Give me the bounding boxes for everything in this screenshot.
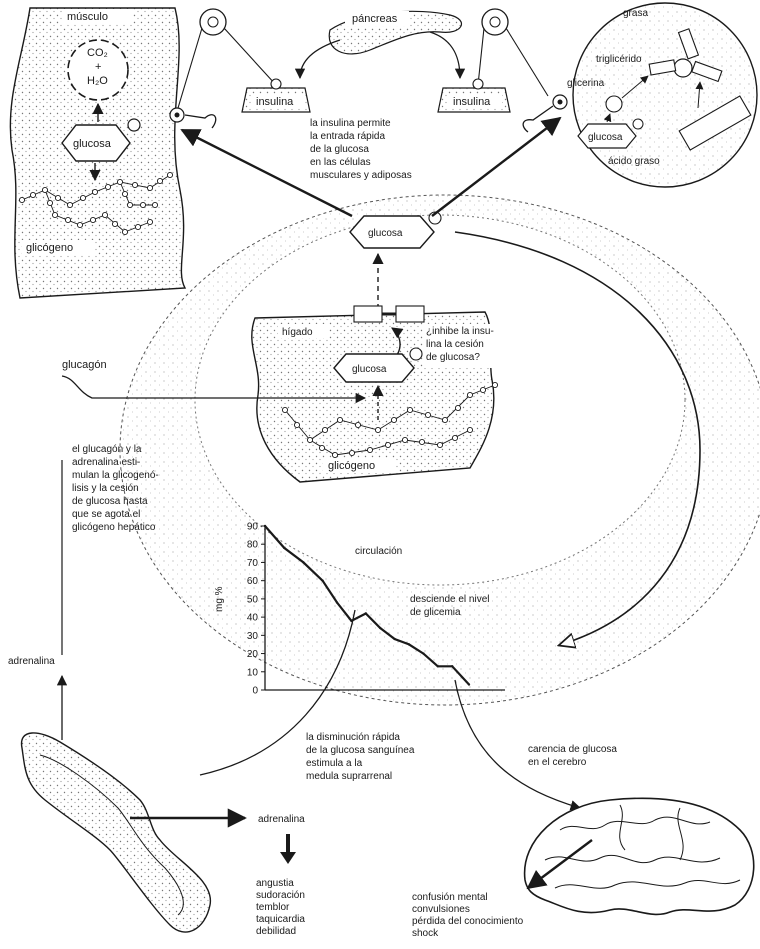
brain-section: carencia de glucosa en el cerebro confus…: [412, 680, 754, 939]
adrenal-symptom: debilidad: [256, 926, 296, 937]
chart-point: [379, 627, 381, 629]
chart-y-tick-label: 30: [247, 631, 259, 642]
h2o-label: H₂O: [87, 75, 108, 87]
adrenal-symptoms: angustia sudoración temblor taquicardia …: [256, 878, 305, 937]
chart-y-tick-label: 70: [247, 558, 259, 569]
chart-point: [264, 525, 266, 527]
left-insulin-label: insulina: [256, 96, 294, 108]
right-insulin-label: insulina: [453, 96, 491, 108]
fat-cell-panel: grasa triglicérido glicerina glucosa áci…: [567, 3, 757, 187]
glucagon-note-line: lisis y la cesión: [72, 483, 139, 494]
brain-note-line: en el cerebro: [528, 757, 587, 768]
drop-note-line: medula suprarrenal: [306, 771, 392, 782]
adrenaline-left-label: adrenalina: [8, 656, 55, 667]
adrenal-symptom: temblor: [256, 902, 290, 913]
adrenal-symptom: taquicardia: [256, 914, 305, 925]
brain-note-line: carencia de glucosa: [528, 744, 617, 755]
insulin-note-line: en las células: [310, 157, 371, 168]
insulin-note: la insulina permite la entrada rápida de…: [310, 118, 412, 181]
pancreas-label: páncreas: [352, 13, 398, 25]
left-pulley-icon: [200, 9, 226, 35]
liver-panel: hígado ¿inhibe la insu- lina la cesión d…: [252, 306, 507, 482]
liver-question-line: ¿inhibe la insu-: [426, 326, 494, 337]
brain-icon: [525, 798, 754, 914]
insulin-note-line: la entrada rápida: [310, 131, 385, 142]
insulin-note-line: la insulina permite: [310, 118, 391, 129]
down-arrow-icon: [280, 834, 296, 864]
drop-note-line: de la glucosa sanguínea: [306, 745, 415, 756]
chart-point: [451, 665, 453, 667]
drop-note: la disminución rápida de la glucosa sang…: [306, 732, 415, 782]
co2-label: CO₂: [87, 47, 108, 59]
liver-question-line: lina la cesión: [426, 339, 484, 350]
chart-point: [336, 601, 338, 603]
chart-y-tick-label: 10: [247, 667, 259, 678]
glucagon-note-line: mulan la glicogenó-: [72, 470, 159, 481]
brain-symptom: shock: [412, 928, 439, 939]
triglyceride-core: [674, 59, 692, 77]
drop-note-line: la disminución rápida: [306, 732, 400, 743]
glucagon-note-line: glicógeno hepático: [72, 522, 156, 533]
adrenaline-right-label: adrenalina: [258, 814, 305, 825]
muscle-title: músculo: [67, 11, 108, 23]
glycerin-label: glicerina: [567, 78, 605, 89]
chart-point: [393, 638, 395, 640]
chart-point: [283, 547, 285, 549]
glycemia-note-line: desciende el nivel: [410, 594, 490, 605]
chart-y-tick-label: 50: [247, 594, 259, 605]
plus-label: +: [95, 61, 101, 73]
liver-question-line: de glucosa?: [426, 352, 480, 363]
adrenal-symptom: angustia: [256, 878, 294, 889]
brain-symptoms: confusión mental convulsiones pérdida de…: [412, 892, 524, 939]
chart-point: [437, 665, 439, 667]
chart-point: [365, 612, 367, 614]
insulin-note-line: de la glucosa: [310, 144, 369, 155]
glucagon-note-line: adrenalina esti-: [72, 457, 140, 468]
drop-note-line: estimula a la: [306, 758, 363, 769]
chart-y-label: mg %: [214, 586, 225, 612]
chart-y-tick-label: 40: [247, 613, 259, 624]
fatty-acid-label: ácido graso: [608, 156, 660, 167]
glucagon-note-line: que se agota el: [72, 509, 140, 520]
insulin-note-line: musculares y adiposas: [310, 170, 412, 181]
right-pulley-icon: [482, 9, 508, 35]
adrenal-gland-shape: [22, 733, 211, 932]
chart-point: [422, 652, 424, 654]
glucagon-label: glucagón: [62, 359, 107, 371]
circulation-label: circulación: [355, 546, 402, 557]
fat-glucose-label: glucosa: [588, 132, 623, 143]
brain-symptom: confusión mental: [412, 892, 488, 903]
triglyceride-label: triglicérido: [596, 54, 642, 65]
liver-glycogen-label: glicógeno: [328, 460, 375, 472]
chart-y-tick-label: 20: [247, 649, 259, 660]
chart-point: [302, 561, 304, 563]
adrenal-symptom: sudoración: [256, 890, 305, 901]
fat-label: grasa: [623, 8, 648, 19]
chart-point: [468, 683, 470, 685]
chart-y-tick-label: 80: [247, 540, 259, 551]
brain-symptom: pérdida del conocimiento: [412, 916, 524, 927]
blood-glucose-label: glucosa: [368, 228, 403, 239]
liver-label: hígado: [282, 327, 313, 338]
glucagon-note-line: el glucagón y la: [72, 444, 142, 455]
chart-y-tick-label: 0: [252, 686, 258, 697]
glycemia-note-line: de glicemia: [410, 607, 461, 618]
chart-point: [321, 579, 323, 581]
chart-y-tick-label: 60: [247, 576, 259, 587]
chart-point: [408, 643, 410, 645]
brain-symptom: convulsiones: [412, 904, 470, 915]
liver-glucose-label: glucosa: [352, 364, 387, 375]
muscle-glycogen-label: glicógeno: [26, 242, 73, 254]
muscle-panel: músculo CO₂ + H₂O glucosa glicógeno: [10, 8, 185, 298]
muscle-glucose-label: glucosa: [73, 138, 112, 150]
chart-y-tick-label: 90: [247, 522, 259, 533]
glucagon-note-line: de glucosa hasta: [72, 496, 148, 507]
